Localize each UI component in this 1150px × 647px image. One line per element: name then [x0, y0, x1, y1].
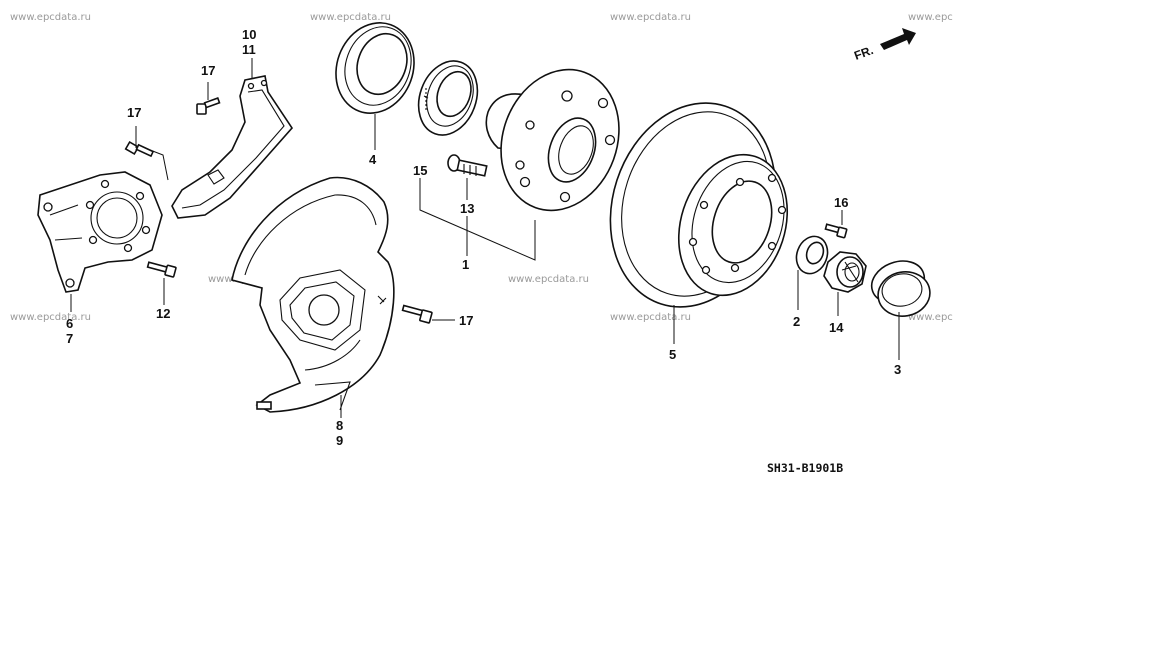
- callout-17-left: 17: [127, 105, 141, 120]
- spindle-nut: [823, 251, 867, 293]
- callout-5: 5: [669, 347, 676, 362]
- callout-9: 9: [336, 433, 343, 448]
- watermark: www.epcdata.ru: [10, 12, 91, 23]
- callout-1: 1: [462, 257, 469, 272]
- callout-16: 16: [834, 195, 848, 210]
- callout-4: 4: [369, 152, 377, 167]
- watermark: www.epcdata.ru: [10, 312, 91, 323]
- knuckle-bracket: [37, 171, 163, 293]
- callout-6: 6: [66, 316, 73, 331]
- hub-cap: [870, 260, 931, 317]
- callout-7: 7: [66, 331, 73, 346]
- diagram-code: SH31-B1901B: [767, 461, 843, 475]
- splash-guard: [171, 75, 294, 219]
- callout-12: 12: [156, 306, 170, 321]
- oil-seal: [335, 22, 415, 114]
- watermark-cut: www.epc: [908, 12, 953, 23]
- wheel-hub: [485, 68, 620, 212]
- callout-8: 8: [336, 418, 343, 433]
- callout-14: 14: [829, 320, 844, 335]
- callout-3: 3: [894, 362, 901, 377]
- brake-disc: [609, 102, 789, 308]
- backing-plate: [231, 176, 395, 413]
- hub-bolt: [447, 154, 488, 177]
- watermark: www.epcdata.ru: [310, 12, 391, 23]
- callout-2: 2: [793, 314, 800, 329]
- front-arrow-icon: [880, 28, 916, 50]
- screw-16: [824, 223, 848, 239]
- bolt-12: [146, 261, 177, 278]
- callout-11: 11: [242, 42, 256, 57]
- watermark: www.epcdata.ru: [610, 12, 691, 23]
- wheel-bearing: [417, 60, 479, 136]
- bolt-17-right: [401, 304, 433, 324]
- callout-13: 13: [460, 201, 474, 216]
- front-direction-indicator: FR.: [852, 28, 916, 63]
- callout-15: 15: [413, 163, 427, 178]
- watermark-cut: www.epc: [908, 312, 953, 323]
- watermark: www.epcdata.ru: [610, 312, 691, 323]
- callout-10: 10: [242, 27, 256, 42]
- bolt-17-left: [124, 140, 155, 158]
- callout-17-right: 17: [459, 313, 473, 328]
- lock-washer: [795, 235, 829, 275]
- callout-17-top: 17: [201, 63, 215, 78]
- front-label: FR.: [852, 43, 875, 63]
- callout-labels: 10 11 17 17 6 7 12 8 9 17 4 15 13 1 5 2 …: [66, 27, 901, 448]
- bolt-17-top: [196, 97, 221, 115]
- leader-lines: [70, 58, 900, 418]
- watermark: www.epcdata.ru: [508, 274, 589, 285]
